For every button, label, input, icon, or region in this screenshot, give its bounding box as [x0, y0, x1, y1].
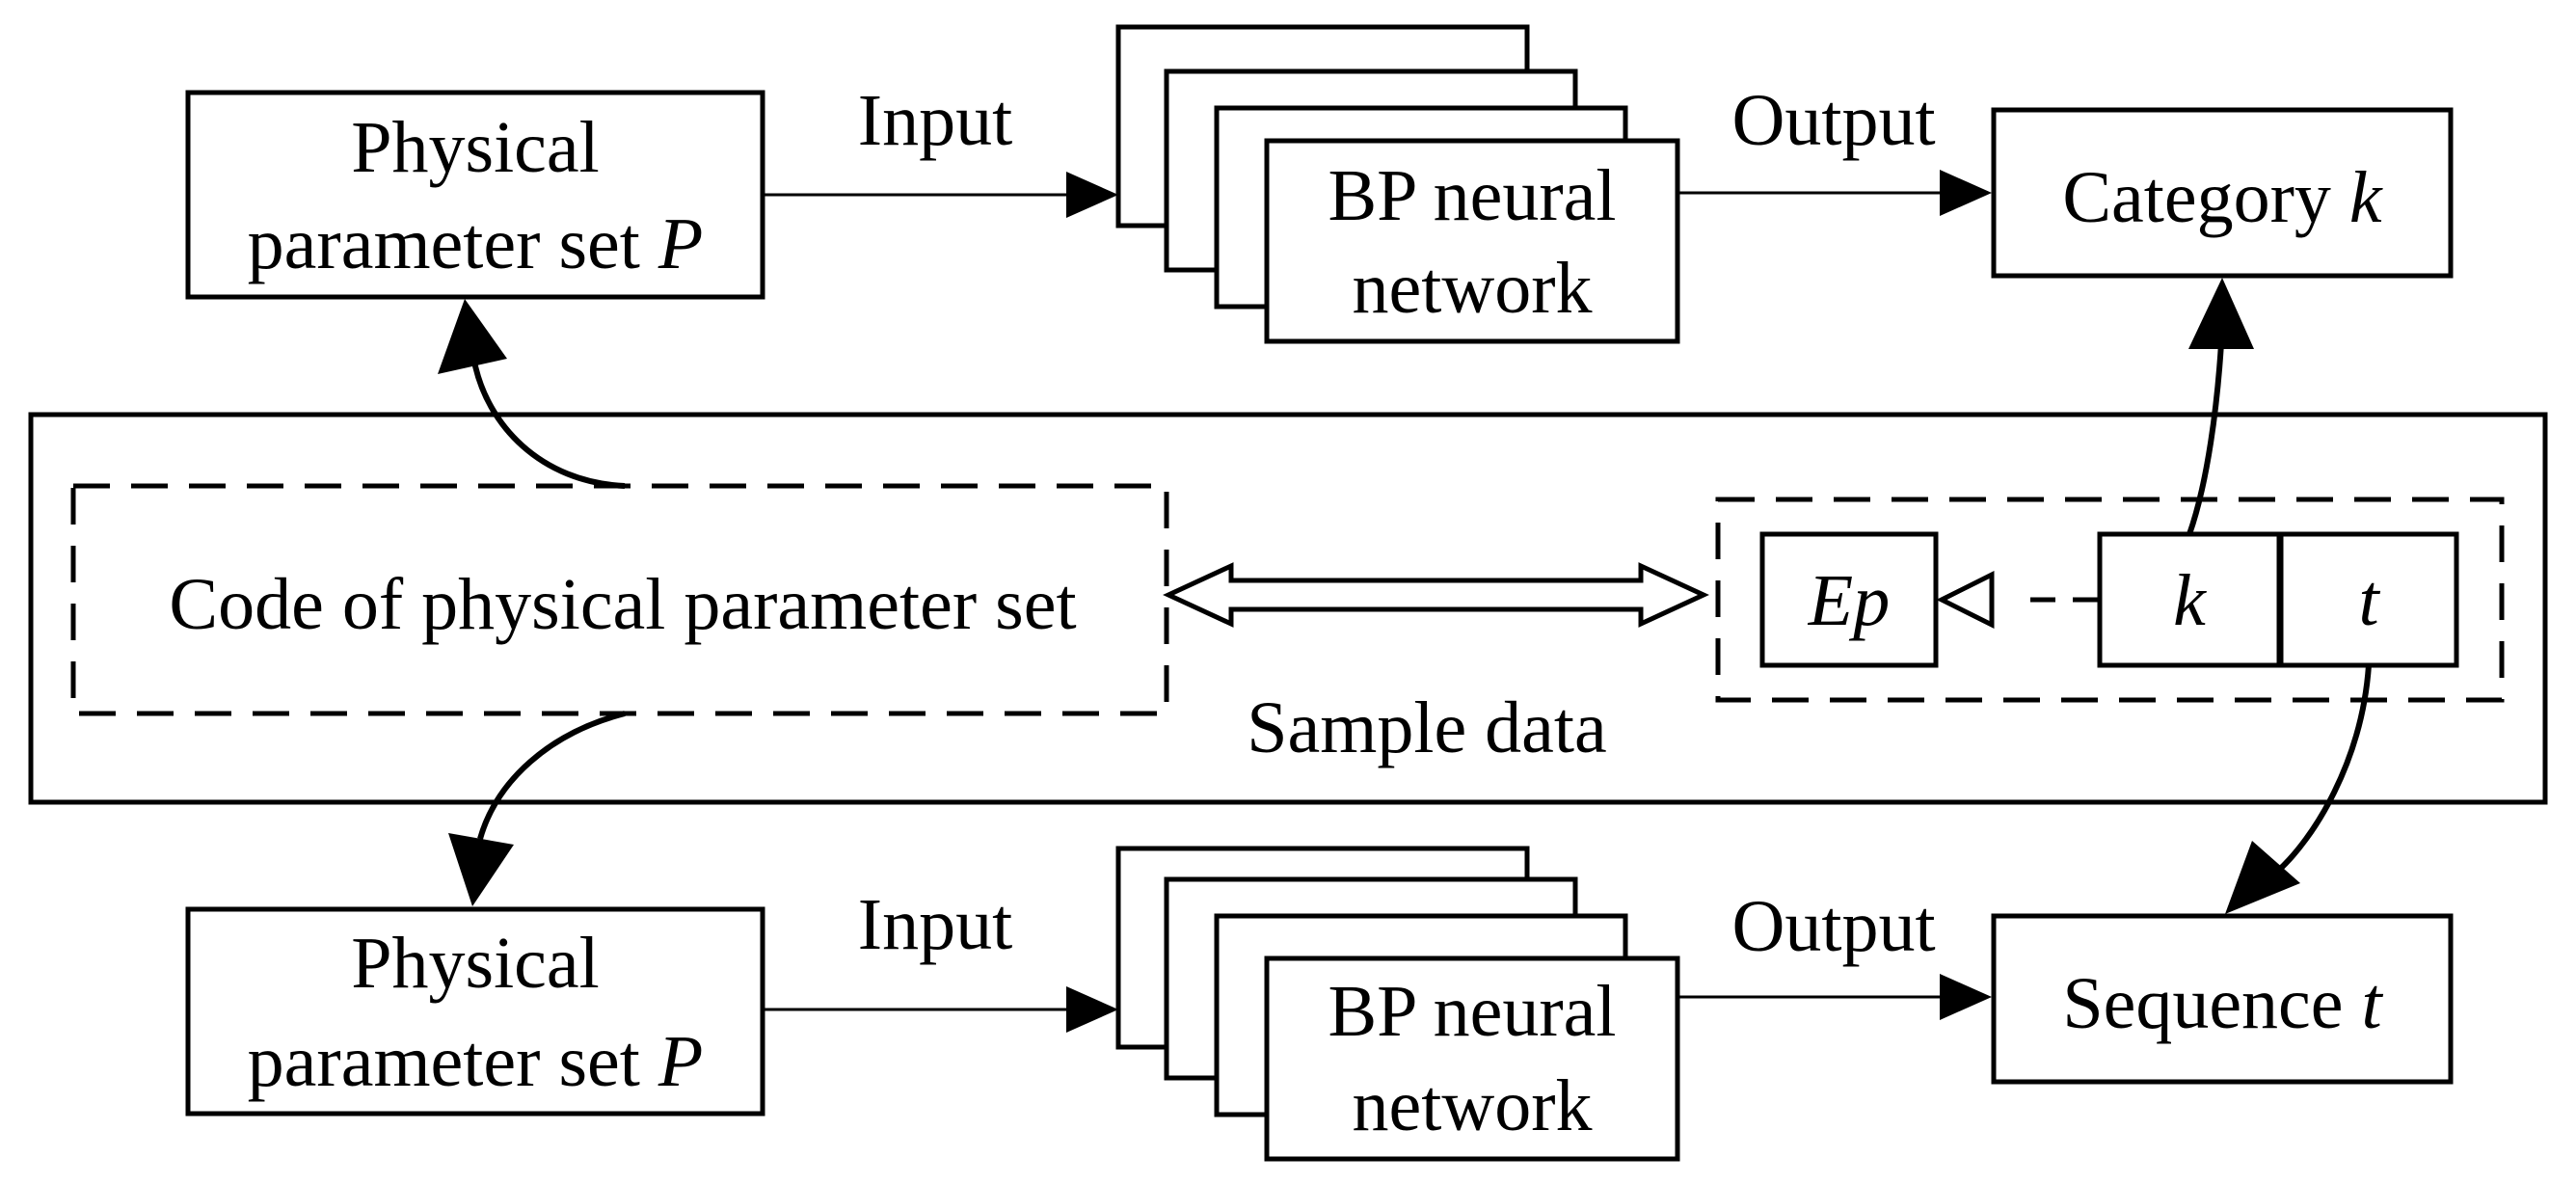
- t-label: t: [2358, 560, 2380, 641]
- record-dashed-box: [1715, 497, 2505, 703]
- code-to-bottom-param-arrow: [477, 711, 626, 840]
- sample-data-panel: Code of physical parameter set Sample da…: [28, 412, 2548, 805]
- bidirectional-hollow-arrow: [1163, 562, 1709, 628]
- k-to-category-arrow: [2187, 342, 2224, 535]
- t-to-sequence-arrowhead: [2225, 841, 2300, 914]
- k-cell: [2097, 531, 2282, 668]
- bottom-bp-network-stack: BP neural network: [1115, 846, 1680, 1162]
- code-to-top-param-arrow: [471, 361, 626, 489]
- category-box: [1991, 107, 2454, 279]
- bottom-output-label: Output: [1731, 886, 1935, 967]
- ep-cell: [1759, 531, 1939, 668]
- top-param-line2: parameter set P: [248, 203, 704, 284]
- category-label: Category k: [2062, 157, 2383, 238]
- ep-label: Ep: [1808, 560, 1890, 641]
- k-to-ep-hollow-arrowhead: [1936, 570, 1995, 630]
- top-param-box: [185, 90, 765, 300]
- code-to-top-param-arrowhead: [438, 299, 507, 374]
- bottom-row: Physical parameter set P Input BP neural…: [185, 846, 2454, 1162]
- bottom-input-label: Input: [858, 884, 1012, 965]
- top-input-label: Input: [858, 80, 1012, 161]
- bottom-bp-network-box: [1264, 955, 1680, 1162]
- top-bp-network-stack: BP neural network: [1115, 24, 1680, 344]
- top-network-line1: BP neural: [1328, 155, 1616, 236]
- t-cell: [2278, 531, 2459, 668]
- top-bp-network-box: [1264, 138, 1680, 344]
- bottom-param-box: [185, 906, 765, 1117]
- bottom-network-line1: BP neural: [1328, 971, 1616, 1052]
- bottom-param-line2: parameter set P: [248, 1021, 704, 1102]
- t-to-sequence-arrow: [2274, 664, 2372, 875]
- sample-data-outer-box: [28, 412, 2548, 805]
- sequence-box: [1991, 913, 2454, 1085]
- k-label: k: [2173, 560, 2207, 641]
- sequence-label: Sequence t: [2062, 963, 2383, 1044]
- top-row: Physical parameter set P Input BP neural…: [185, 24, 2454, 344]
- bottom-network-line2: network: [1352, 1065, 1592, 1146]
- top-param-line1: Physical: [351, 107, 600, 188]
- top-network-line2: network: [1352, 248, 1592, 329]
- k-to-category-arrowhead: [2188, 278, 2254, 349]
- code-label: Code of physical parameter set: [169, 564, 1076, 645]
- code-to-bottom-param-arrowhead: [448, 833, 514, 906]
- sample-data-label: Sample data: [1247, 687, 1607, 768]
- bottom-param-line1: Physical: [351, 923, 600, 1004]
- top-output-label: Output: [1731, 80, 1935, 161]
